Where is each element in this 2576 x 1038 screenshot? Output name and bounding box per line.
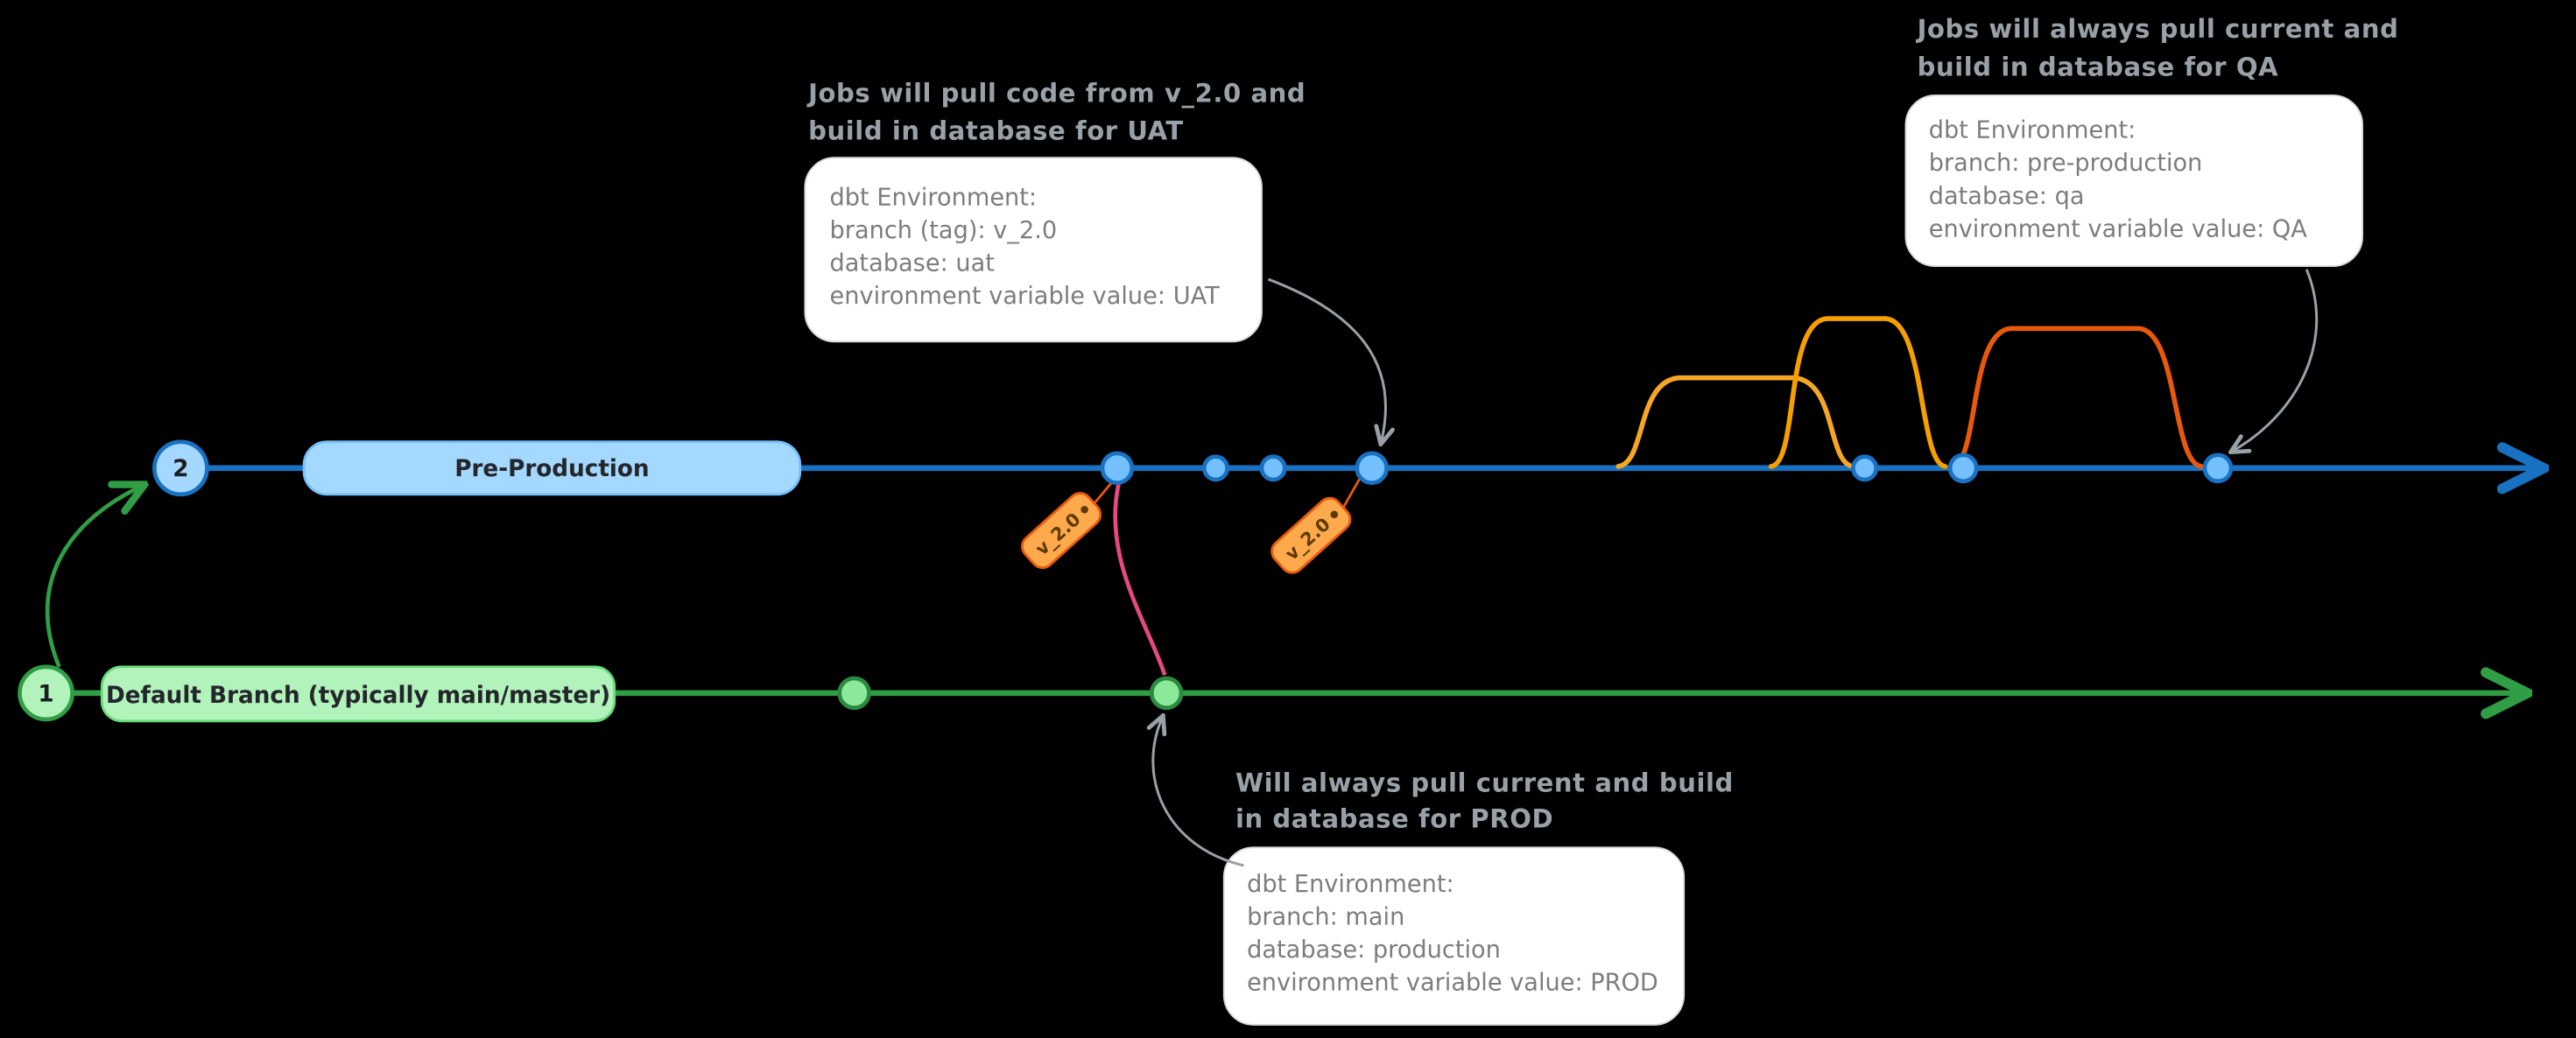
uat-callout-line: environment variable value: UAT: [830, 283, 1221, 310]
tag-hole: [1080, 505, 1088, 514]
prod-callout-box: [1222, 846, 1686, 1026]
pre-production-label-pill: [302, 440, 802, 496]
uat-callout-line: branch (tag): v_2.0: [830, 217, 1058, 244]
job-run-arc-3: [1949, 326, 2205, 469]
uat-callout-box: [804, 157, 1263, 343]
tag-v2-1: v_2.0: [1021, 492, 1102, 570]
qa-callout-line: environment variable value: QA: [1929, 215, 2308, 242]
commit-dot-blue-1: [1100, 451, 1135, 486]
commit-dot-green-2: [1149, 676, 1184, 711]
default-branch-label-pill: [100, 665, 616, 723]
tag-shape: [1021, 492, 1102, 570]
qa-callout-arrow: [2235, 269, 2319, 450]
uat-callout-arrow: [1267, 277, 1385, 440]
branch-point-1-number: 1: [38, 681, 53, 707]
default-branch-label: Default Branch (typically main/master): [106, 683, 610, 709]
uat-callout-title: Jobs will pull code from v_2.0 and: [806, 78, 1306, 108]
tag-string-2: [1339, 473, 1363, 514]
tag-shape: [1270, 496, 1352, 574]
branch-point-1-circle: [18, 664, 74, 722]
tag-v2-2: v_2.0: [1270, 496, 1352, 574]
qa-callout-line: branch: pre-production: [1929, 150, 2203, 177]
uat-callout-line: dbt Environment:: [830, 185, 1038, 212]
tag-hole: [1330, 510, 1339, 519]
uat-callout-line: database: uat: [830, 250, 996, 277]
prod-callout-line: branch: main: [1247, 903, 1404, 930]
prod-callout-line: database: production: [1247, 936, 1501, 964]
branch-point-2-circle: [152, 439, 209, 497]
commit-dot-blue-6: [1947, 452, 1979, 484]
uat-callout-title: build in database for UAT: [808, 116, 1184, 146]
commit-dot-blue-7: [2202, 452, 2234, 484]
commit-dot-blue-2: [1201, 454, 1229, 482]
job-run-arc-2: [1768, 316, 1948, 469]
prod-callout-line: environment variable value: PROD: [1247, 969, 1658, 996]
prod-callout-line: dbt Environment:: [1247, 871, 1454, 898]
commit-dot-blue-5: [1851, 454, 1879, 482]
job-run-arc-1: [1615, 375, 1856, 469]
qa-callout-line: dbt Environment:: [1929, 117, 2136, 144]
branch-point-2-number: 2: [172, 456, 188, 482]
prod-callout-title: Will always pull current and build: [1235, 768, 1734, 797]
pre-production-label: Pre-Production: [454, 456, 649, 482]
qa-callout-line: database: qa: [1929, 183, 2085, 210]
commit-dot-green-1: [837, 676, 871, 711]
commit-dot-blue-3: [1259, 454, 1287, 482]
qa-callout-title: build in database for QA: [1918, 52, 2279, 81]
prod-callout-arrow: [1153, 719, 1244, 867]
branch-off-arrow: [45, 487, 137, 668]
qa-callout-box: [1904, 94, 2364, 267]
commit-dot-blue-4: [1355, 451, 1389, 486]
qa-callout-title: Jobs will always pull current and: [1916, 14, 2399, 44]
merge-line: [1113, 482, 1167, 676]
prod-callout-title: in database for PROD: [1235, 804, 1553, 834]
